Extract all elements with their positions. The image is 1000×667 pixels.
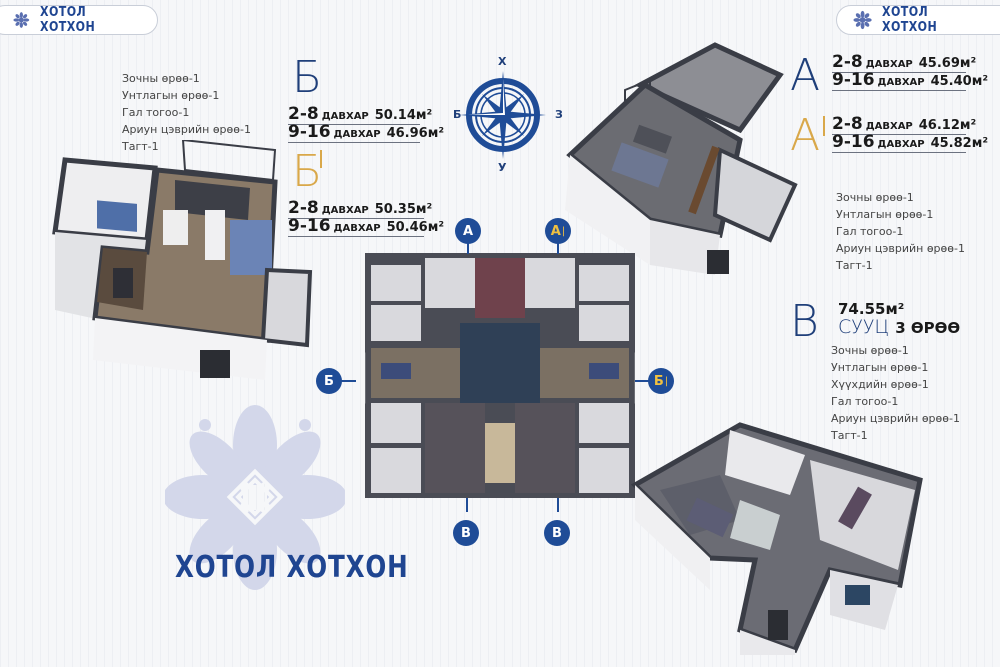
unit-v-room-list: Зочны өрөө-1 Унтлагын өрөө-1 Хүүхдийн өр…	[831, 342, 960, 444]
unit-a-area-row: 9-16 ДАВХАР 45.40м²	[832, 70, 988, 91]
floors: 2-8	[288, 198, 319, 218]
floors: 9-16	[832, 132, 875, 152]
room-item: Гал тогоо-1	[836, 225, 904, 238]
prime-mark: |	[561, 225, 566, 237]
area-value: 45.82м²	[930, 136, 989, 151]
floor-unit: ДАВХАР	[865, 59, 913, 70]
unit-a-area-row: 2-8 ДАВХАР 45.69м²	[832, 52, 976, 73]
brand-pill-left: ХОТОЛ ХОТХОН	[0, 5, 158, 35]
floor-unit: ДАВХАР	[321, 111, 369, 122]
room-item: Тагт-1	[836, 259, 873, 272]
area-value: 50.14м²	[374, 108, 433, 123]
compass-icon	[460, 71, 546, 159]
unit-v-area: 74.55м²	[838, 300, 905, 318]
room-item: Тагт-1	[122, 140, 159, 153]
unit-a-letter: А	[790, 50, 821, 101]
room-item: Зочны өрөө-1	[831, 344, 909, 357]
marker-unit-v-bottom-right[interactable]: В	[544, 520, 570, 546]
area-value: 45.40м²	[930, 74, 989, 89]
floors: 2-8	[288, 104, 319, 124]
unit-v-letter: В	[790, 296, 819, 347]
room-item: Унтлагын өрөө-1	[831, 361, 929, 374]
room-item: Ариун цэврийн өрөө-1	[122, 123, 251, 136]
room-item: Тагт-1	[831, 429, 868, 442]
unit-a-room-list: Зочны өрөө-1 Унтлагын өрөө-1 Гал тогоо-1…	[836, 189, 965, 274]
room-item: Унтлагын өрөө-1	[836, 208, 934, 221]
marker-unit-b-left[interactable]: Б	[316, 368, 342, 394]
marker-label: А	[550, 223, 561, 239]
unit-v-type: СУУЦ 3 ӨРӨӨ	[838, 316, 960, 338]
area-value: 45.69м²	[918, 56, 977, 71]
unit-b-3d-render	[52, 140, 313, 380]
floor-unit: ДАВХАР	[877, 139, 925, 150]
compass-rose: Х У Б З	[453, 55, 563, 175]
brand-name: ХОТОЛ ХОТХОН	[882, 5, 938, 35]
unit-type-label: СУУЦ	[838, 316, 890, 338]
floor-unit: ДАВХАР	[877, 77, 925, 88]
unit-rooms-label: 3 ӨРӨӨ	[895, 319, 961, 337]
room-item: Гал тогоо-1	[122, 106, 190, 119]
marker-stem	[557, 240, 559, 254]
unit-b-room-list: Зочны өрөө-1 Унтлагын өрөө-1 Гал тогоо-1…	[122, 70, 251, 155]
marker-stem	[466, 498, 468, 512]
room-item: Зочны өрөө-1	[122, 72, 200, 85]
brand-name-large: ХОТОЛ ХОТХОН	[175, 550, 409, 585]
building-floor-plan	[365, 253, 635, 498]
area-value: 50.46м²	[386, 220, 445, 235]
unit-a-3d-render	[565, 42, 798, 275]
room-item: Хүүхдийн өрөө-1	[831, 378, 929, 391]
marker-unit-b-prime-right[interactable]: Б|	[648, 368, 674, 394]
area-value: 46.96м²	[386, 126, 445, 141]
floor-unit: ДАВХАР	[321, 205, 369, 216]
floors: 2-8	[832, 114, 863, 134]
unit-a-prime-area-row: 2-8 ДАВХАР 46.12м²	[832, 114, 976, 135]
marker-stem	[467, 240, 469, 254]
unit-b-prime-letter: Б	[292, 146, 323, 197]
compass-east-label: З	[555, 108, 563, 121]
room-item: Ариун цэврийн өрөө-1	[831, 412, 960, 425]
flower-logo-icon	[13, 12, 30, 28]
marker-label: Б	[653, 373, 664, 389]
compass-south-label: У	[498, 161, 507, 174]
marker-unit-v-bottom-left[interactable]: В	[453, 520, 479, 546]
prime-mark: |	[664, 375, 669, 387]
flower-logo-watermark-icon	[165, 405, 345, 590]
floors: 9-16	[288, 122, 331, 142]
marker-stem	[340, 380, 356, 382]
unit-b-prime-area-row: 2-8 ДАВХАР 50.35м²	[288, 198, 432, 219]
unit-v-3d-render	[630, 422, 923, 655]
marker-unit-a-prime-top-right[interactable]: А|	[545, 218, 571, 244]
compass-north-label: Х	[498, 55, 507, 68]
area-value: 46.12м²	[918, 118, 977, 133]
room-item: Ариун цэврийн өрөө-1	[836, 242, 965, 255]
compass-west-label: Б	[453, 108, 462, 121]
floors: 9-16	[832, 70, 875, 90]
brand-pill-right: ХОТОЛ ХОТХОН	[836, 5, 1000, 35]
prime-mark	[320, 150, 322, 168]
room-item: Зочны өрөө-1	[836, 191, 914, 204]
brand-name: ХОТОЛ ХОТХОН	[39, 5, 95, 35]
marker-stem	[635, 380, 649, 382]
unit-b-area-row: 2-8 ДАВХАР 50.14м²	[288, 104, 432, 125]
floors: 2-8	[832, 52, 863, 72]
unit-b-prime-area-row: 9-16 ДАВХАР 50.46м²	[288, 216, 444, 237]
unit-b-area-row: 9-16 ДАВХАР 46.96м²	[288, 122, 444, 143]
unit-a-prime-area-row: 9-16 ДАВХАР 45.82м²	[832, 132, 988, 153]
floor-unit: ДАВХАР	[333, 223, 381, 234]
floor-unit: ДАВХАР	[333, 129, 381, 140]
area-value: 50.35м²	[374, 202, 433, 217]
prime-mark	[823, 116, 825, 136]
floor-unit: ДАВХАР	[865, 121, 913, 132]
flower-logo-icon	[853, 10, 872, 30]
room-item: Унтлагын өрөө-1	[122, 89, 220, 102]
unit-b-letter: Б	[292, 52, 323, 103]
unit-a-prime-letter: А	[790, 110, 821, 161]
marker-unit-a-top-left[interactable]: А	[455, 218, 481, 244]
floors: 9-16	[288, 216, 331, 236]
marker-stem	[557, 498, 559, 512]
room-item: Гал тогоо-1	[831, 395, 899, 408]
